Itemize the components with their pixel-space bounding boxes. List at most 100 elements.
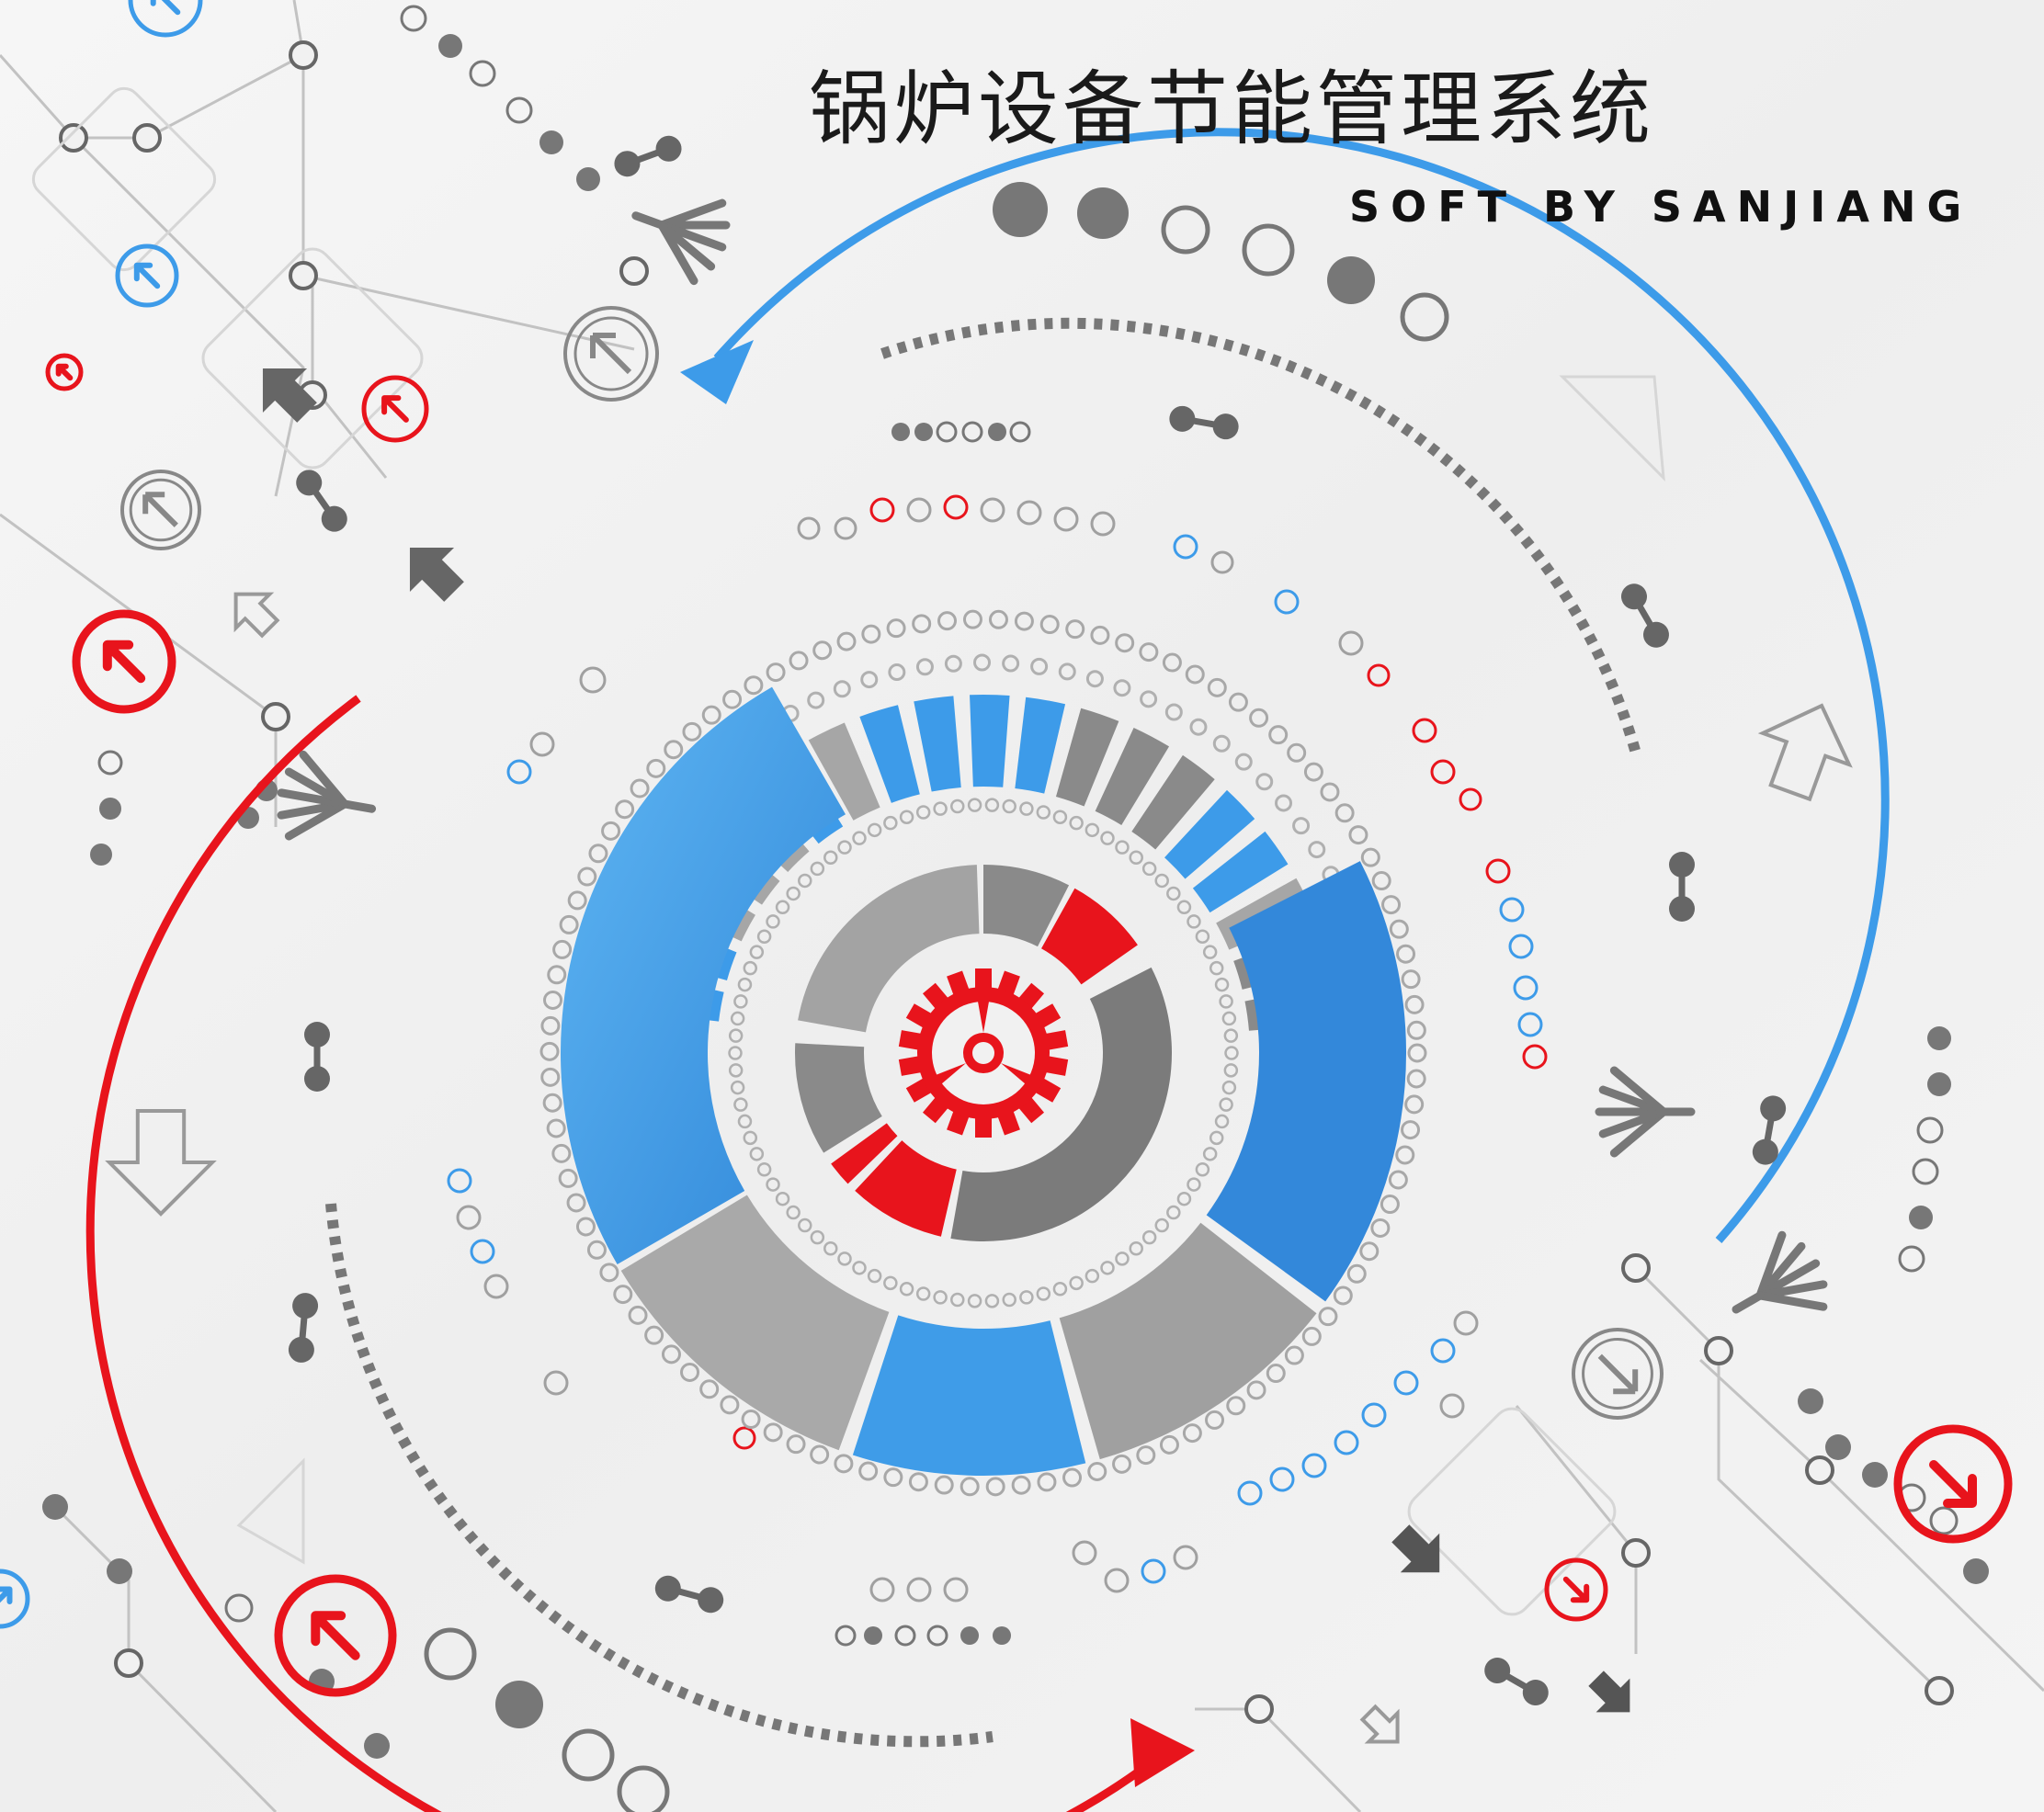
node-icon [914, 423, 933, 441]
node-icon [1484, 1658, 1549, 1705]
ring-dot [883, 1275, 898, 1291]
ring-dot [566, 1193, 586, 1213]
segment-blue-bottom [852, 1315, 1086, 1476]
ring-dot [1396, 944, 1416, 964]
ring-dot [1176, 900, 1192, 915]
circular-arrow-icon [1893, 1424, 2013, 1544]
ring-icon [424, 1627, 477, 1681]
ring-dot [613, 1285, 633, 1305]
node-icon [993, 182, 1048, 237]
ring-dot [1087, 1461, 1107, 1481]
ring-icon [869, 1577, 895, 1602]
ring-icon [97, 750, 123, 776]
ring-dot [1154, 1217, 1169, 1233]
ring-dot [733, 1097, 748, 1112]
ring-dot [567, 890, 587, 911]
ring-dot [1195, 1162, 1210, 1177]
inner-seg [798, 865, 980, 1033]
ring-dot [836, 631, 857, 651]
node-icon [42, 1494, 68, 1520]
node-icon [114, 1648, 143, 1678]
ring-dot [786, 886, 801, 901]
ring-dot [860, 671, 879, 689]
ring-dot [1249, 708, 1269, 728]
ring-dot [837, 840, 852, 855]
ring-dot [628, 1305, 648, 1325]
node-icon [296, 470, 347, 532]
ring-dot [1011, 1475, 1031, 1495]
ring-icon [961, 421, 983, 443]
ring-dot [1360, 847, 1380, 867]
ring-dot [1162, 652, 1182, 673]
ring-dot [1406, 1020, 1426, 1040]
node-icon [1963, 1558, 1989, 1584]
node-icon [132, 123, 162, 153]
gear-tooth [975, 968, 992, 992]
ring-dot [988, 609, 1008, 629]
ring-dot [1115, 1251, 1130, 1266]
inner-seg [983, 865, 1070, 947]
ring-dot [599, 1263, 619, 1283]
ring-dot [1176, 1191, 1192, 1206]
blue-arc-arrow [713, 128, 1890, 1243]
ring-icon [1430, 1338, 1456, 1364]
ring-icon [562, 1728, 615, 1782]
ring-dot [810, 1229, 825, 1245]
ring-icon [835, 1625, 857, 1647]
ring-dot [1389, 919, 1409, 939]
ring-dot [1223, 1028, 1239, 1043]
ring-dot [1303, 762, 1323, 782]
ring-icon [470, 1239, 495, 1264]
arrow-up-icon [1757, 703, 1853, 802]
ring-dot [720, 1395, 740, 1415]
node-icon [107, 1558, 132, 1584]
ring-icon [529, 731, 555, 757]
node-icon [614, 135, 682, 177]
node-icon [654, 1575, 724, 1614]
ring-dot [539, 1041, 560, 1061]
ring-dot [1084, 1268, 1100, 1284]
burst-icon [631, 198, 731, 286]
ring-icon [1338, 630, 1364, 656]
ring-dot [1255, 773, 1274, 791]
ring-dot [1320, 782, 1340, 802]
ring-dot [1129, 1241, 1143, 1256]
segment-gray [620, 1195, 890, 1451]
circular-arrow-icon [1572, 1328, 1664, 1420]
radial-bar [1015, 696, 1066, 794]
node-icon [988, 423, 1006, 441]
ring-icon [1513, 975, 1539, 1001]
ring-dot [1141, 861, 1157, 877]
ring-icon [943, 494, 969, 520]
ring-dot [559, 914, 579, 934]
ring-dot [558, 1168, 578, 1188]
ring-dot [737, 977, 753, 992]
ring-dot [1205, 1410, 1225, 1430]
burst-icon [1595, 1066, 1696, 1158]
ring-dot [867, 822, 882, 838]
red-arrowhead [1130, 1718, 1195, 1787]
ring-dot [1406, 1069, 1426, 1089]
ring-dot [1085, 670, 1104, 688]
ring-icon [617, 1765, 670, 1812]
node-icon [90, 844, 112, 866]
ring-dot [749, 945, 765, 959]
ring-dot [899, 1282, 914, 1297]
ring-icon [1141, 1558, 1166, 1584]
dial [539, 609, 1427, 1497]
ring-dot [1140, 690, 1158, 708]
ring-dot [1214, 1114, 1230, 1129]
decor-dots [42, 5, 1989, 1812]
ring-icon [1237, 1480, 1263, 1506]
node-icon [993, 1626, 1011, 1645]
ring-icon [906, 1577, 932, 1602]
ring-dot [699, 1379, 720, 1399]
node-icon [99, 798, 121, 820]
arrow-down-right-icon [1391, 1524, 1440, 1573]
ring-icon [1016, 500, 1042, 526]
ring-dot [601, 821, 621, 841]
ring-dot [1284, 1345, 1304, 1365]
ring-icon [1104, 1568, 1130, 1593]
ring-icon [1269, 1467, 1295, 1492]
ring-dot [950, 1292, 965, 1308]
